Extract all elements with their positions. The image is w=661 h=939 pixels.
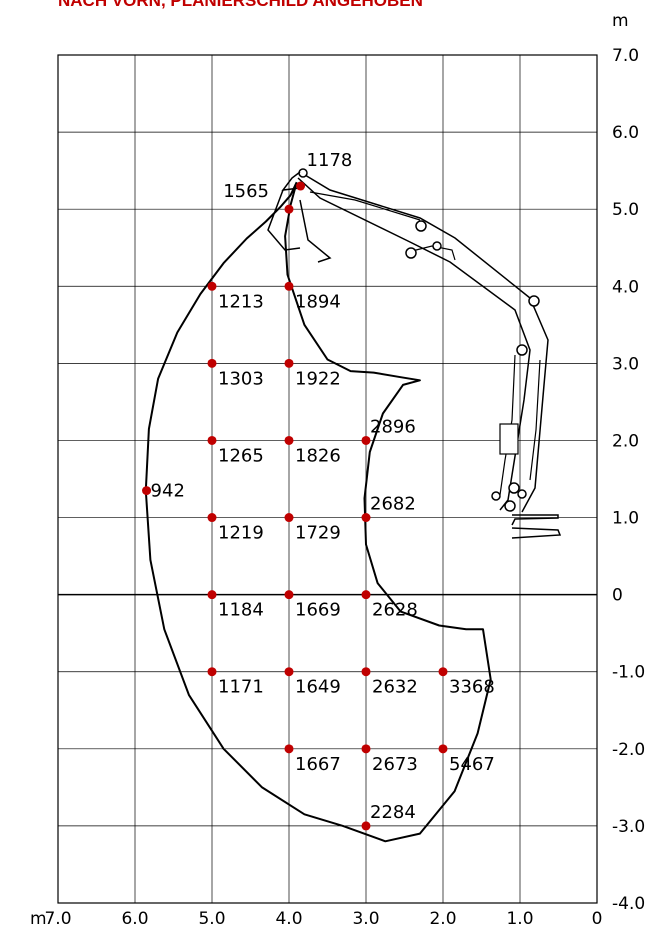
load-point [142,486,152,496]
x-tick-label: 5.0 [198,909,225,929]
load-point [284,590,294,600]
y-tick-label: 7.0 [612,46,639,66]
load-point [207,667,217,677]
load-point [438,744,448,754]
point-value-label: 942 [151,481,185,502]
load-point [438,667,448,677]
load-point [284,281,294,291]
point-value-label: 1649 [295,677,341,698]
point-value-label: 1826 [295,445,341,466]
point-value-label: 2632 [372,677,418,698]
grid [57,54,598,904]
x-axis-unit: m [30,909,47,929]
load-point [207,435,217,445]
point-value-label: 2896 [370,416,416,437]
y-tick-label: 0 [612,586,623,606]
y-axis-unit: m [612,11,629,31]
load-point [361,667,371,677]
point-value-label: 1894 [295,291,341,312]
working-envelope [144,181,492,843]
x-tick-label: 4.0 [275,909,302,929]
load-point [207,590,217,600]
x-tick-label: 3.0 [352,909,379,929]
load-point [207,358,217,368]
load-point [207,281,217,291]
load-point [284,204,294,214]
load-point [361,821,371,831]
point-value-label: 1667 [295,754,341,775]
y-tick-label: 2.0 [612,431,639,451]
y-tick-label: 4.0 [612,277,639,297]
point-value-label: 2682 [370,494,416,515]
y-tick-label: 5.0 [612,200,639,220]
y-tick-label: -1.0 [612,663,645,683]
point-value-label: 2284 [370,802,416,823]
chart-title: NACH VORN, PLANIERSCHILD ANGEHOBEN [58,0,423,10]
load-point [361,744,371,754]
point-value-label: 1184 [218,600,264,621]
load-point [361,513,371,523]
point-value-label: 1303 [218,368,264,389]
load-point [284,744,294,754]
point-value-label: 1265 [218,445,264,466]
load-point [284,667,294,677]
point-value-label: 1219 [218,523,264,544]
point-value-label: 1178 [307,150,353,171]
x-tick-label: 6.0 [121,909,148,929]
point-value-label: 3368 [449,677,495,698]
x-tick-label: 1.0 [506,909,533,929]
x-tick-label: 7.0 [44,909,71,929]
y-tick-label: -4.0 [612,894,645,914]
load-point [361,435,371,445]
y-tick-label: 3.0 [612,354,639,374]
point-value-label: 1171 [218,677,264,698]
x-tick-label: 2.0 [429,909,456,929]
y-tick-label: 1.0 [612,509,639,529]
load-point [284,358,294,368]
y-tick-label: 6.0 [612,123,639,143]
point-value-label: 2628 [372,600,418,621]
plot-frame [57,54,598,904]
load-points: 1178 1565 1894 1213 1303 1922 1265 1826 2896 942 1… [142,150,495,831]
excavator-arm-illustration [267,168,562,539]
load-point [296,181,306,191]
axis-labels: 7.0 6.0 5.0 4.0 3.0 2.0 1.0 0 7.0 6.0 5.0 4.0 3.0 2.0… [44,46,645,929]
point-value-label: 1565 [223,181,269,202]
x-tick-label: 0 [592,909,603,929]
point-value-label: 1922 [295,368,341,389]
point-value-label: 2673 [372,754,418,775]
point-value-label: 5467 [449,754,495,775]
y-tick-label: -2.0 [612,740,645,760]
point-value-label: 1729 [295,523,341,544]
envelope-curve [144,181,492,843]
load-point [207,513,217,523]
point-value-label: 1213 [218,291,264,312]
point-value-label: 1669 [295,600,341,621]
load-point [361,590,371,600]
load-point [284,435,294,445]
y-tick-label: -3.0 [612,817,645,837]
load-point [284,513,294,523]
